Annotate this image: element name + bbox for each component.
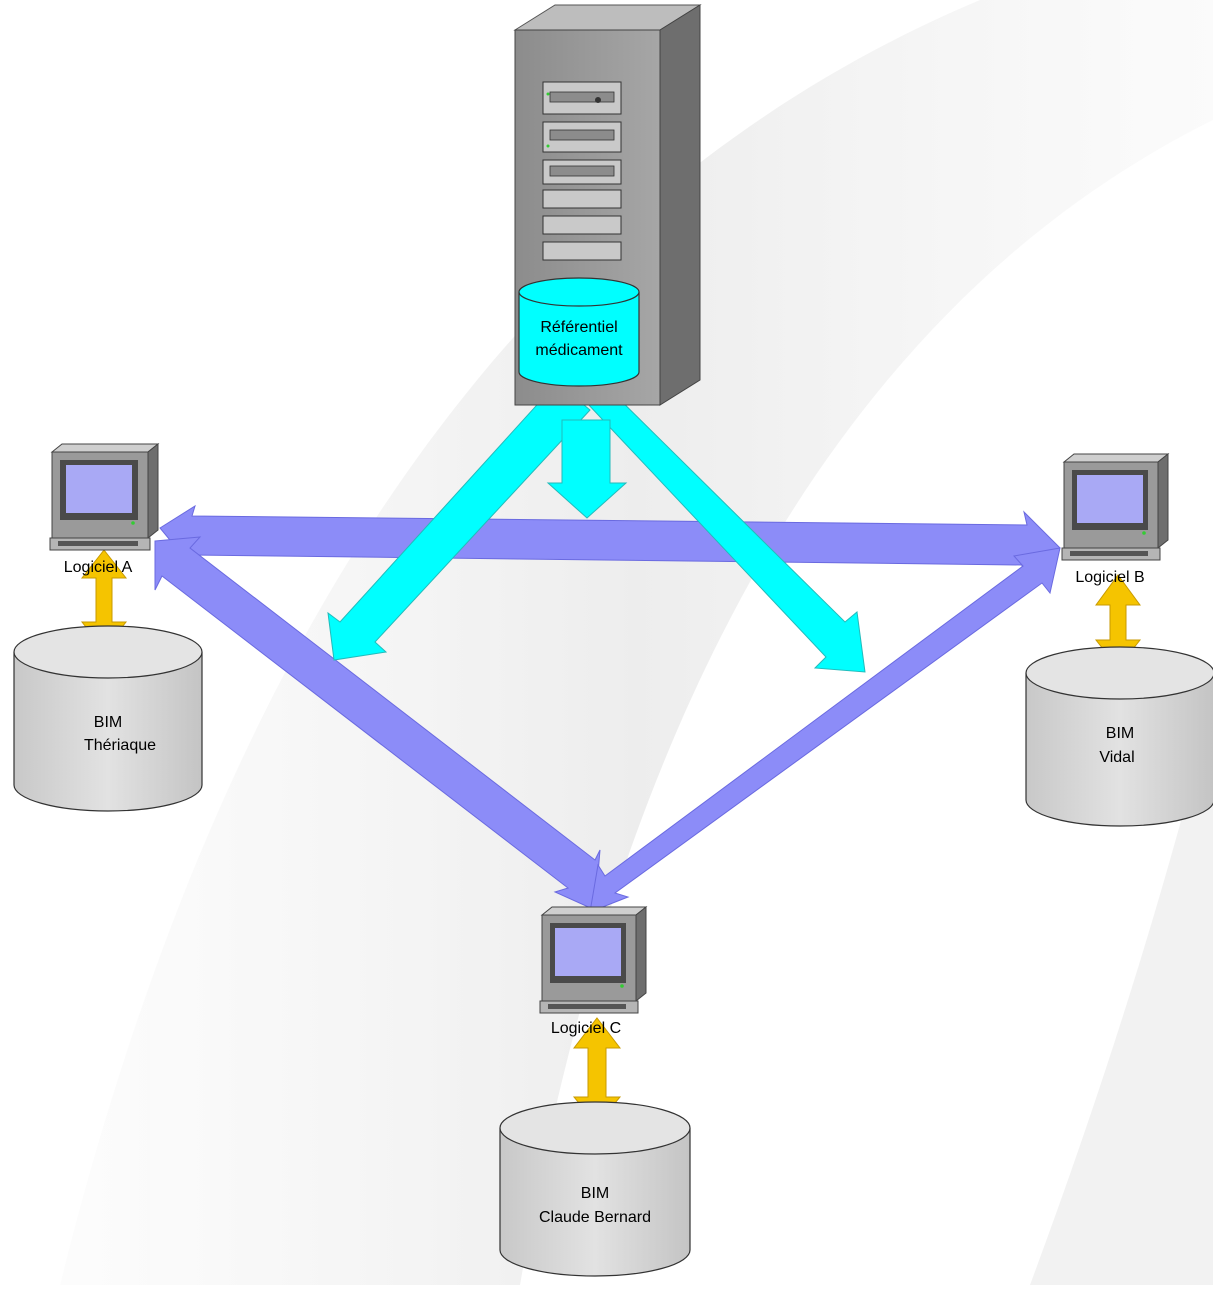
computer-icon — [539, 905, 648, 1014]
central-repository: Référentiel médicament — [518, 277, 640, 387]
computer-icon — [1061, 452, 1170, 561]
software-label-a: Logiciel A — [64, 559, 133, 576]
database-c-line2: Claude Bernard — [539, 1209, 651, 1226]
distribution-arrow-left — [327, 384, 591, 661]
repository-label-line1: Référentiel — [540, 319, 617, 336]
database-c-line1: BIM — [581, 1185, 609, 1202]
computer-c: Logiciel C — [539, 905, 648, 1037]
repository-label-line2: médicament — [535, 342, 623, 359]
background-swoosh-right — [1030, 700, 1213, 1285]
database-a-line2: Thériaque — [84, 737, 156, 754]
distribution-arrow-down — [546, 419, 628, 519]
distribution-arrow-right — [568, 379, 866, 673]
database-c: BIM Claude Bernard — [499, 1101, 691, 1277]
database-b: BIM Vidal — [1025, 646, 1213, 827]
computer-b: Logiciel B — [1061, 452, 1170, 586]
computer-a: Logiciel A — [49, 442, 160, 576]
software-label-b: Logiciel B — [1075, 569, 1144, 586]
database-b-line1: BIM — [1106, 725, 1134, 742]
background-swoosh — [60, 0, 1213, 1285]
database-b-line2: Vidal — [1099, 749, 1134, 766]
database-a-line1: BIM — [94, 714, 122, 731]
database-a: BIM Thériaque — [13, 625, 203, 812]
computer-icon — [49, 442, 160, 551]
distribution-arrows — [327, 379, 866, 673]
software-label-c: Logiciel C — [551, 1020, 621, 1037]
